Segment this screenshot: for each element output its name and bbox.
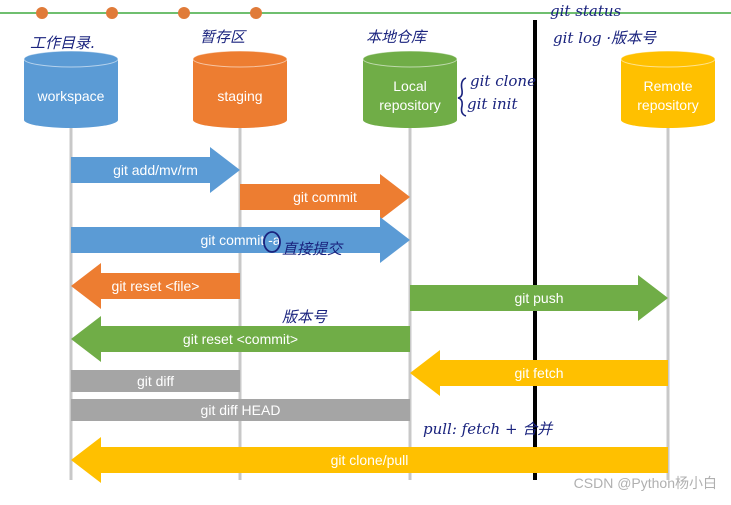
node-local-cap bbox=[362, 50, 458, 68]
node-staging-cap bbox=[192, 50, 288, 68]
node-staging: staging bbox=[192, 50, 288, 128]
handwritten-version-number: 版本号 bbox=[282, 308, 328, 326]
handwritten-direct-commit: 直接提交 bbox=[282, 240, 343, 258]
node-workspace: workspace bbox=[23, 50, 119, 128]
timeline-dot-0 bbox=[36, 7, 48, 19]
node-workspace-label-0: workspace bbox=[37, 88, 105, 104]
arrow-git-commit-a bbox=[71, 217, 410, 263]
watermark: CSDN @Python杨小白 bbox=[573, 475, 717, 491]
arrow-git-add-mv-rm bbox=[71, 147, 240, 193]
handwritten-brace bbox=[457, 77, 467, 117]
handwritten-staging: 暂存区 bbox=[200, 28, 246, 46]
arrow-git-reset-file bbox=[71, 263, 240, 309]
arrow-label-git-reset-commit: git reset <commit> bbox=[183, 331, 298, 347]
node-local: Local repository bbox=[362, 50, 458, 128]
arrow-label-git-commit: git commit bbox=[293, 189, 357, 205]
arrow-git-push bbox=[410, 275, 668, 321]
timeline-dot-2 bbox=[178, 7, 190, 19]
handwritten-workspace: 工作目录. bbox=[30, 34, 95, 52]
bar-label-git-diff: git diff bbox=[137, 373, 174, 389]
timeline-dot-3 bbox=[250, 7, 262, 19]
node-staging-label-0: staging bbox=[217, 88, 262, 104]
handwritten-circle-mark bbox=[263, 231, 281, 253]
node-remote-label-0: Remote bbox=[643, 78, 692, 94]
node-local-label-0: Local bbox=[393, 78, 426, 94]
node-remote-label-1: repository bbox=[637, 97, 698, 113]
handwritten-git-init: git init bbox=[467, 95, 518, 113]
bar-label-git-diff-head: git diff HEAD bbox=[201, 402, 281, 418]
node-local-label-1: repository bbox=[379, 97, 440, 113]
arrow-label-git-commit-a: git commit -a bbox=[200, 232, 280, 248]
arrow-git-commit bbox=[240, 174, 410, 220]
node-workspace-body bbox=[24, 59, 118, 128]
bar-git-diff-head bbox=[71, 399, 410, 421]
arrow-git-clone-pull bbox=[71, 437, 668, 483]
node-staging-body bbox=[193, 59, 287, 128]
node-remote-body bbox=[621, 59, 715, 128]
arrow-label-git-fetch: git fetch bbox=[514, 365, 563, 381]
arrow-label-git-clone-pull: git clone/pull bbox=[331, 452, 409, 468]
node-local-body bbox=[363, 59, 457, 128]
arrow-label-git-push: git push bbox=[514, 290, 563, 306]
node-remote-cap bbox=[620, 50, 716, 68]
arrow-git-fetch bbox=[410, 350, 668, 396]
arrow-git-reset-commit bbox=[71, 316, 410, 362]
handwritten-git-log: git log ·版本号 bbox=[553, 29, 657, 47]
arrow-label-git-add-mv-rm: git add/mv/rm bbox=[113, 162, 198, 178]
node-remote: Remote repository bbox=[620, 50, 716, 128]
timeline-dot-1 bbox=[106, 7, 118, 19]
arrow-label-git-reset-file: git reset <file> bbox=[112, 278, 200, 294]
node-workspace-cap bbox=[23, 50, 119, 68]
handwritten-pull-eq: pull: fetch + 合并 bbox=[423, 420, 553, 438]
handwritten-git-status: git status bbox=[550, 2, 622, 20]
handwritten-local: 本地仓库 bbox=[366, 28, 427, 46]
handwritten-git-clone: git clone bbox=[470, 72, 536, 90]
bar-git-diff bbox=[71, 370, 240, 392]
